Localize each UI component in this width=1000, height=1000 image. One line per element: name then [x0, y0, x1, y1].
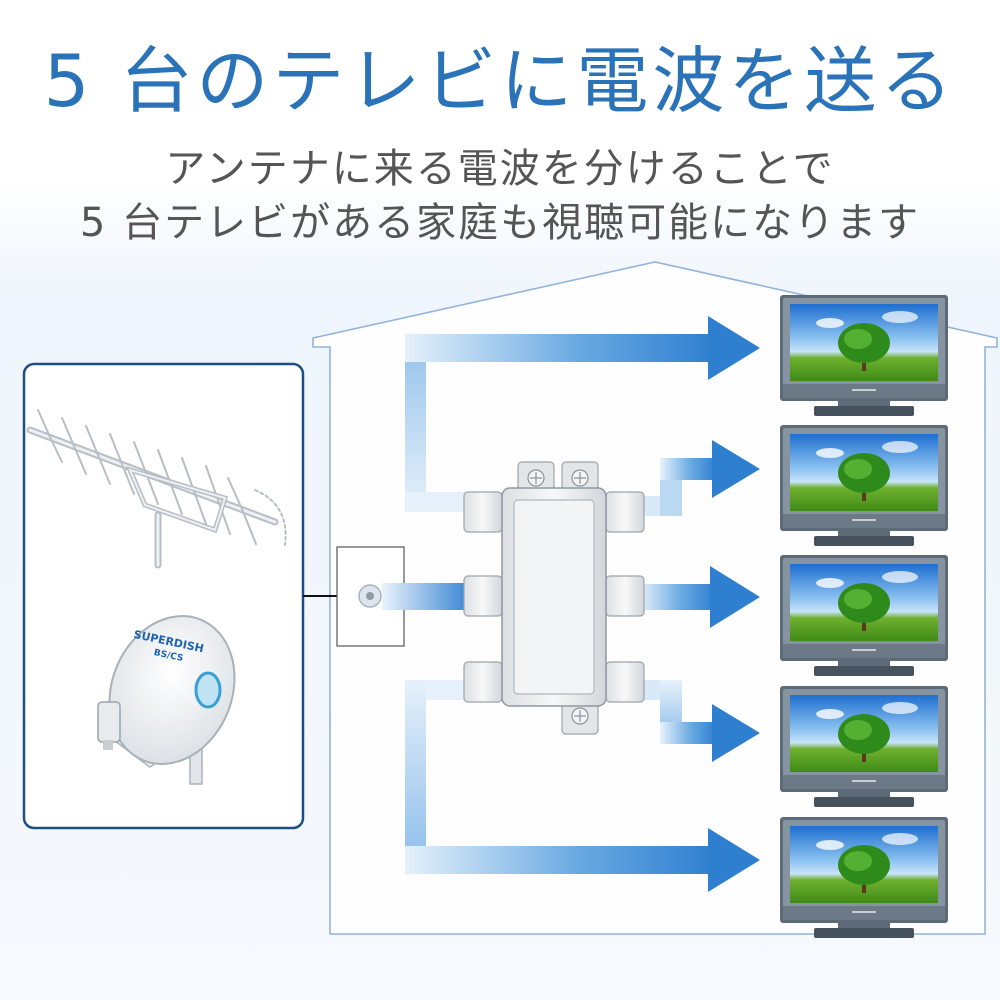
- subtitle-line-1: アンテナに来る電波を分けることで: [165, 146, 835, 192]
- antenna-panel: SUPERDISH BS/CS: [22, 362, 305, 830]
- wall-outlet-icon: [336, 546, 405, 647]
- tv-icon: [780, 817, 948, 938]
- tv-icon: [780, 295, 948, 416]
- signal-arrows: [382, 316, 760, 892]
- page-title: 5 台のテレビに電波を送る: [43, 39, 957, 123]
- arrow-icon: [712, 440, 760, 498]
- tv-icon: [780, 555, 948, 676]
- uhf-antenna-icon: [26, 409, 287, 569]
- arrow-icon: [708, 316, 760, 380]
- arrow-icon: [708, 828, 760, 892]
- tv-icon: [780, 686, 948, 807]
- tv-icon: [780, 425, 948, 546]
- subtitle-line-2: 5 台テレビがある家庭も視聴可能になります: [79, 200, 921, 246]
- tv-list: [780, 295, 948, 938]
- arrow-icon: [712, 704, 760, 762]
- satellite-dish-icon: SUPERDISH BS/CS: [97, 615, 236, 785]
- arrow-icon: [710, 566, 760, 628]
- splitter-icon: [463, 461, 645, 735]
